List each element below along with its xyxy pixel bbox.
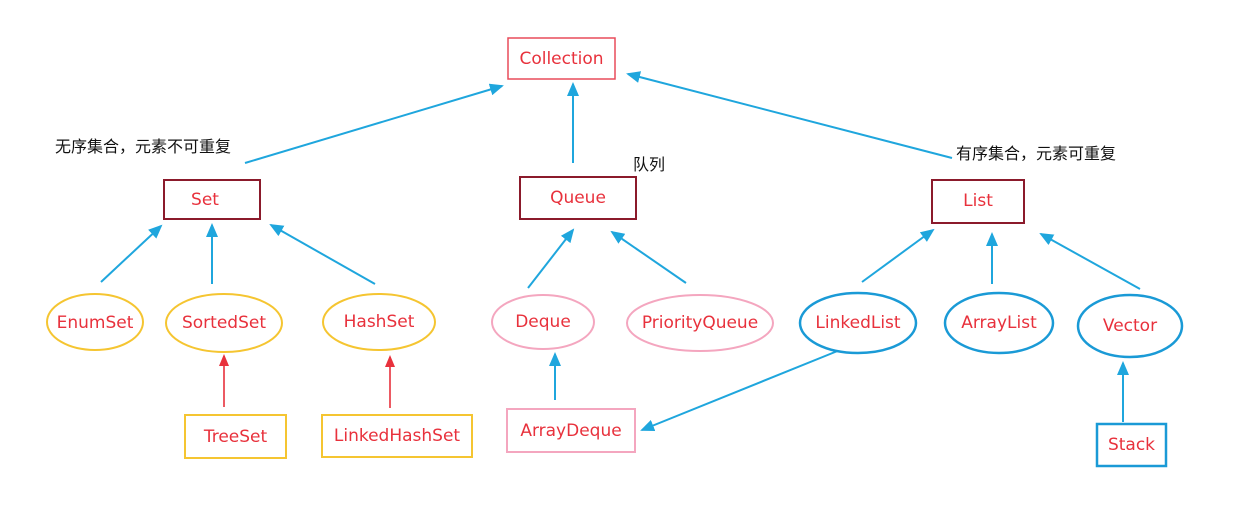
node-set-label: Set bbox=[191, 190, 219, 210]
node-priorityqueue-label: PriorityQueue bbox=[642, 313, 758, 333]
node-list-label: List bbox=[963, 191, 993, 211]
node-sortedset-label: SortedSet bbox=[182, 313, 266, 333]
node-deque: Deque bbox=[491, 294, 595, 350]
node-sortedset: SortedSet bbox=[165, 293, 283, 353]
node-hashset: HashSet bbox=[322, 293, 436, 351]
node-linkedhashset-label: LinkedHashSet bbox=[334, 426, 461, 446]
node-collection-label: Collection bbox=[519, 49, 603, 69]
node-queue-label: Queue bbox=[550, 188, 606, 208]
node-hashset-label: HashSet bbox=[344, 312, 415, 332]
node-arraylist: ArrayList bbox=[943, 291, 1055, 355]
node-priorityqueue: PriorityQueue bbox=[626, 294, 774, 352]
node-vector-label: Vector bbox=[1103, 316, 1157, 336]
arrow-enumset-to-set bbox=[100, 224, 163, 283]
node-collection: Collection bbox=[507, 37, 616, 80]
node-stack-label: Stack bbox=[1108, 435, 1155, 455]
node-linkedlist: LinkedList bbox=[798, 291, 918, 355]
arrow-deque-to-queue bbox=[527, 228, 575, 289]
node-linkedhashset: LinkedHashSet bbox=[321, 414, 473, 458]
node-list: List bbox=[931, 179, 1025, 224]
node-linkedlist-label: LinkedList bbox=[815, 313, 901, 333]
node-enumset: EnumSet bbox=[46, 293, 144, 351]
node-stack: Stack bbox=[1095, 422, 1168, 468]
node-deque-label: Deque bbox=[515, 312, 571, 332]
node-arraydeque: ArrayDeque bbox=[506, 408, 636, 453]
arrow-linkedlist-to-list bbox=[861, 228, 935, 283]
arrow-vector-to-list bbox=[1039, 233, 1141, 290]
node-enumset-label: EnumSet bbox=[57, 313, 134, 333]
arrow-hashset-to-set bbox=[269, 224, 376, 285]
arrow-list-to-collection bbox=[626, 71, 953, 159]
node-queue: Queue bbox=[519, 176, 637, 220]
node-arraydeque-label: ArrayDeque bbox=[520, 421, 621, 441]
node-arraylist-label: ArrayList bbox=[961, 313, 1037, 333]
red-arrows bbox=[219, 354, 395, 408]
annotation-ordered: 有序集合，元素可重复 bbox=[956, 144, 1116, 163]
annotation-unordered: 无序集合，元素不可重复 bbox=[55, 137, 231, 156]
arrow-arraydeque-to-linkedlist bbox=[640, 349, 841, 432]
arrow-priorityqueue-to-queue bbox=[610, 230, 687, 284]
arrows bbox=[100, 71, 1141, 432]
annotation-queue: 队列 bbox=[633, 155, 665, 174]
arrow-set-to-collection bbox=[244, 83, 504, 164]
node-treeset-label: TreeSet bbox=[203, 427, 268, 447]
node-vector: Vector bbox=[1076, 293, 1184, 359]
node-set: Set bbox=[163, 179, 261, 220]
node-treeset: TreeSet bbox=[184, 414, 287, 459]
